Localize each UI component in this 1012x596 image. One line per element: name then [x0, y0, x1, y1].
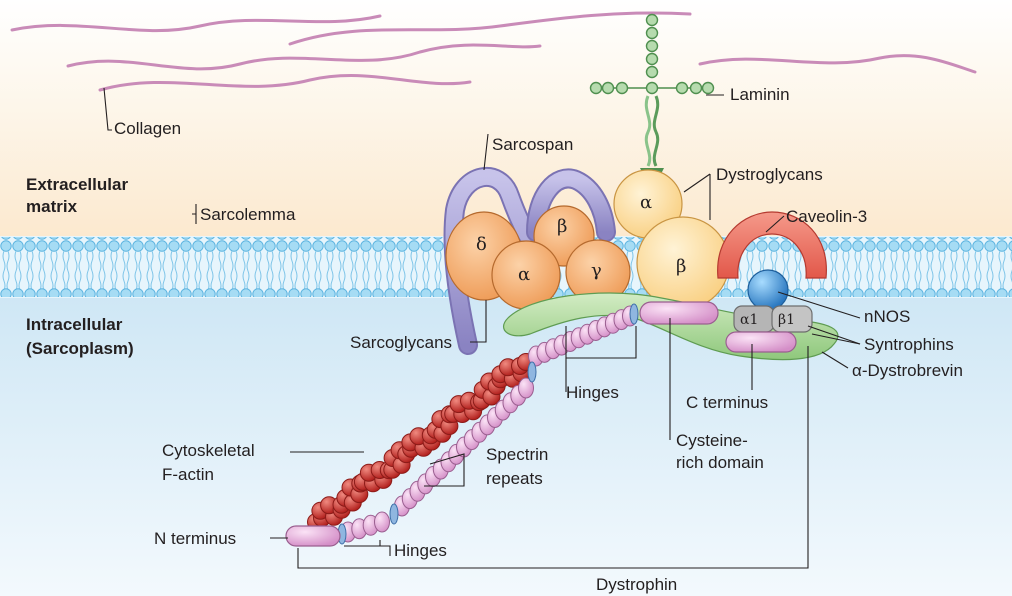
cysteine-rich-line2: rich domain — [676, 453, 764, 472]
cysteine-rich-line1: Cysteine- — [676, 431, 748, 450]
nnos — [748, 270, 788, 310]
hinge — [390, 504, 398, 524]
laminin-label: Laminin — [730, 85, 790, 104]
greek-beta-dg: β — [676, 256, 686, 277]
intracellular-line1: Intracellular — [26, 315, 123, 334]
collagen-label: Collagen — [114, 119, 181, 138]
hinges-upper-label: Hinges — [566, 383, 619, 402]
greek-alpha-dg: α — [640, 192, 652, 213]
greek-gamma: γ — [591, 260, 602, 281]
alpha-dystrobrevin-label: α-Dystrobrevin — [852, 361, 963, 380]
c-terminus-domain — [726, 332, 796, 352]
spectrin-bead — [375, 512, 390, 532]
intracellular-line2: (Sarcoplasm) — [26, 339, 134, 358]
spectrin-line2: repeats — [486, 469, 543, 488]
greek-alpha-sg: α — [518, 264, 530, 285]
hinge — [528, 362, 536, 382]
sarcoglycans-label: Sarcoglycans — [350, 333, 452, 352]
greek-delta: δ — [476, 234, 487, 255]
syntrophin-beta1: β1 — [778, 312, 795, 328]
syntrophins: α1 β1 — [734, 306, 812, 332]
dystrophin-label: Dystrophin — [596, 575, 677, 594]
cysteine-rich-domain — [640, 302, 718, 324]
extracellular-line2: matrix — [26, 197, 78, 216]
extracellular-line1: Extracellular — [26, 175, 128, 194]
hinge — [630, 304, 638, 324]
spectrin-line1: Spectrin — [486, 445, 548, 464]
nnos-label: nNOS — [864, 307, 910, 326]
cytoskeletal-actin-line2: F-actin — [162, 465, 214, 484]
syntrophin-alpha1: α1 — [740, 312, 758, 328]
syntrophins-label: Syntrophins — [864, 335, 954, 354]
greek-beta-sg: β — [557, 216, 567, 237]
c-terminus-label: C terminus — [686, 393, 768, 412]
hinges-lower-label: Hinges — [394, 541, 447, 560]
sarcospan-label: Sarcospan — [492, 135, 573, 154]
dystroglycans-label: Dystroglycans — [716, 165, 823, 184]
n-terminus-label: N terminus — [154, 529, 236, 548]
sarcolemma-label: Sarcolemma — [200, 205, 296, 224]
cytoskeletal-actin-line1: Cytoskeletal — [162, 441, 255, 460]
caveolin-3-label: Caveolin-3 — [786, 207, 867, 226]
n-terminus-domain — [286, 526, 340, 546]
